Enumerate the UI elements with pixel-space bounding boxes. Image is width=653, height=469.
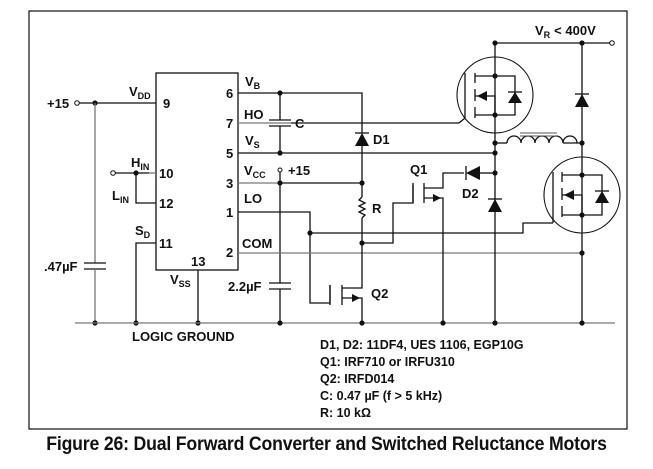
freewheel-diode-high-icon: [575, 93, 589, 107]
vr-label: VR< 400V: [535, 23, 596, 40]
sd-wire: [135, 242, 156, 323]
lin-wire: [135, 173, 156, 204]
note-diodes: D1, D2: 11DF4, UES 1106, EGP10G: [320, 338, 524, 352]
junction-icon: [492, 320, 498, 326]
pin-3-number: 3: [226, 176, 233, 191]
pin-1-number: 1: [226, 205, 233, 220]
ho-pin-label: HO: [244, 107, 264, 122]
junction-icon: [579, 172, 585, 178]
note-q2: Q2: IRFD014: [320, 372, 394, 386]
vdd-pin-label: VDD: [129, 84, 151, 101]
pin-7-number: 7: [226, 116, 233, 131]
hin-pin-label: HIN: [131, 155, 149, 172]
note-resistor: R: 10 kΩ: [320, 406, 371, 420]
junction-icon: [492, 150, 498, 156]
mosfet-q1-icon: [412, 172, 464, 323]
note-cap: C: 0.47 µF (f > 5 kHz): [320, 389, 442, 403]
vr-terminal-icon: [609, 40, 615, 46]
junction-icon: [359, 320, 365, 326]
inductor-icon: [495, 132, 582, 144]
q2-label: Q2: [371, 286, 388, 301]
gate-driver-ic: [155, 72, 239, 271]
vcc-capacitor-icon: [269, 282, 291, 290]
vcc-input-label: +15: [288, 163, 310, 178]
vdd-input-label: +15: [47, 96, 69, 111]
lin-pin-label: LIN: [112, 188, 129, 205]
pin-2-number: 2: [226, 245, 233, 260]
com-pin-label: COM: [242, 236, 272, 251]
pin-5-number: 5: [226, 146, 233, 161]
pin-12-number: 12: [159, 196, 173, 211]
cap-vcc-label: 2.2µF: [228, 279, 262, 294]
mosfet-high-side-icon: [456, 56, 534, 134]
hin-terminal-icon: [110, 170, 116, 176]
cap-vdd-label: .47µF: [44, 259, 78, 274]
junction-icon: [579, 320, 585, 326]
mosfet-q2-icon: [329, 243, 363, 323]
pin-13-number: 13: [191, 254, 205, 269]
junction-icon: [492, 73, 498, 79]
junction-icon: [579, 250, 585, 256]
junction-icon: [579, 140, 585, 146]
junction-icon: [277, 320, 283, 326]
figure-caption: Figure 26: Dual Forward Converter and Sw…: [46, 434, 607, 455]
diode-d2-icon: [465, 166, 480, 180]
cap-c-label: C: [295, 116, 305, 131]
bottom-gate-wire: [310, 222, 553, 234]
junction-icon: [440, 320, 446, 326]
lo-pin-label: LO: [244, 191, 262, 206]
diode-d1-icon: [355, 132, 369, 146]
d1-label: D1: [373, 132, 390, 147]
diagram-frame: [28, 10, 628, 430]
q1-label: Q1: [410, 162, 427, 177]
vdd-terminal-icon: [74, 100, 80, 106]
pin-10-number: 10: [159, 166, 173, 181]
pin-6-number: 6: [226, 86, 233, 101]
logic-ground-label: LOGIC GROUND: [132, 329, 235, 344]
r-label: R: [372, 201, 382, 216]
note-q1: Q1: IRF710 or IRFU310: [320, 355, 455, 369]
resistor-r-icon: [357, 196, 367, 219]
junction-icon: [492, 112, 498, 118]
vss-pin-label: VSS: [170, 272, 191, 289]
d2-label: D2: [462, 186, 479, 201]
pin-11-number: 11: [159, 236, 173, 251]
vcc-terminal-icon: [277, 167, 283, 173]
vb-pin-label: VB: [245, 74, 261, 91]
freewheel-diode-low-icon: [488, 198, 502, 212]
vcc-pin-label: VCC: [244, 163, 266, 180]
vdd-capacitor-icon: [84, 262, 106, 270]
junction-icon: [579, 212, 585, 218]
q1-gate-wire: [362, 185, 414, 244]
sd-pin-label: SD: [135, 223, 151, 240]
pin-9-number: 9: [163, 96, 170, 111]
vs-pin-label: VS: [245, 133, 260, 150]
